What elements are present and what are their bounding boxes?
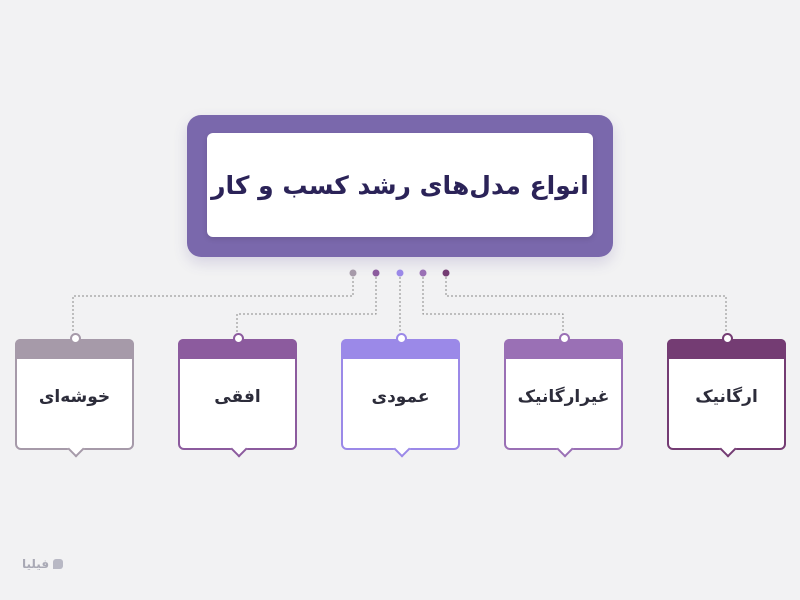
connector-gheyrorganic — [422, 273, 564, 333]
box-amoodi-header — [341, 339, 460, 359]
box-ofoghi: افقی — [178, 333, 297, 458]
box-organic: ارگانیک — [667, 333, 786, 458]
box-khoshei-header — [15, 339, 134, 359]
box-organic-label: ارگانیک — [695, 387, 758, 407]
dot-ofoghi — [372, 269, 380, 277]
box-khoshei: خوشه‌ای — [15, 333, 134, 458]
dot-amoodi — [396, 269, 404, 277]
box-gheyrorganic-label: غیرارگانیک — [517, 387, 610, 407]
box-khoshei-connector — [69, 333, 81, 344]
box-organic-header — [667, 339, 786, 359]
box-amoodi-connector — [395, 333, 407, 344]
dot-organic — [442, 269, 450, 277]
box-ofoghi-label: افقی — [214, 387, 261, 407]
connector-khoshei — [72, 273, 354, 333]
filia-logo-icon — [53, 559, 64, 569]
box-ofoghi-header — [178, 339, 297, 359]
brand-text: فیلیا — [22, 557, 50, 571]
connector-ofoghi — [236, 273, 377, 333]
dot-khoshei — [349, 269, 357, 277]
box-gheyrorganic-connector — [558, 333, 570, 344]
dot-gheyrorganic — [419, 269, 427, 277]
box-khoshei-label: خوشه‌ای — [38, 387, 111, 407]
box-amoodi: عمودی — [341, 333, 460, 458]
brand-logo: فیلیا — [22, 557, 64, 571]
connector-organic — [445, 273, 727, 333]
diagram-title: انواع مدل‌های رشد کسب و کار — [211, 170, 589, 200]
box-gheyrorganic: غیرارگانیک — [504, 333, 623, 458]
title-card: انواع مدل‌های رشد کسب و کار — [207, 133, 593, 237]
box-ofoghi-connector — [232, 333, 244, 344]
box-gheyrorganic-header — [504, 339, 623, 359]
box-organic-connector — [721, 333, 733, 344]
box-amoodi-label: عمودی — [371, 387, 430, 407]
